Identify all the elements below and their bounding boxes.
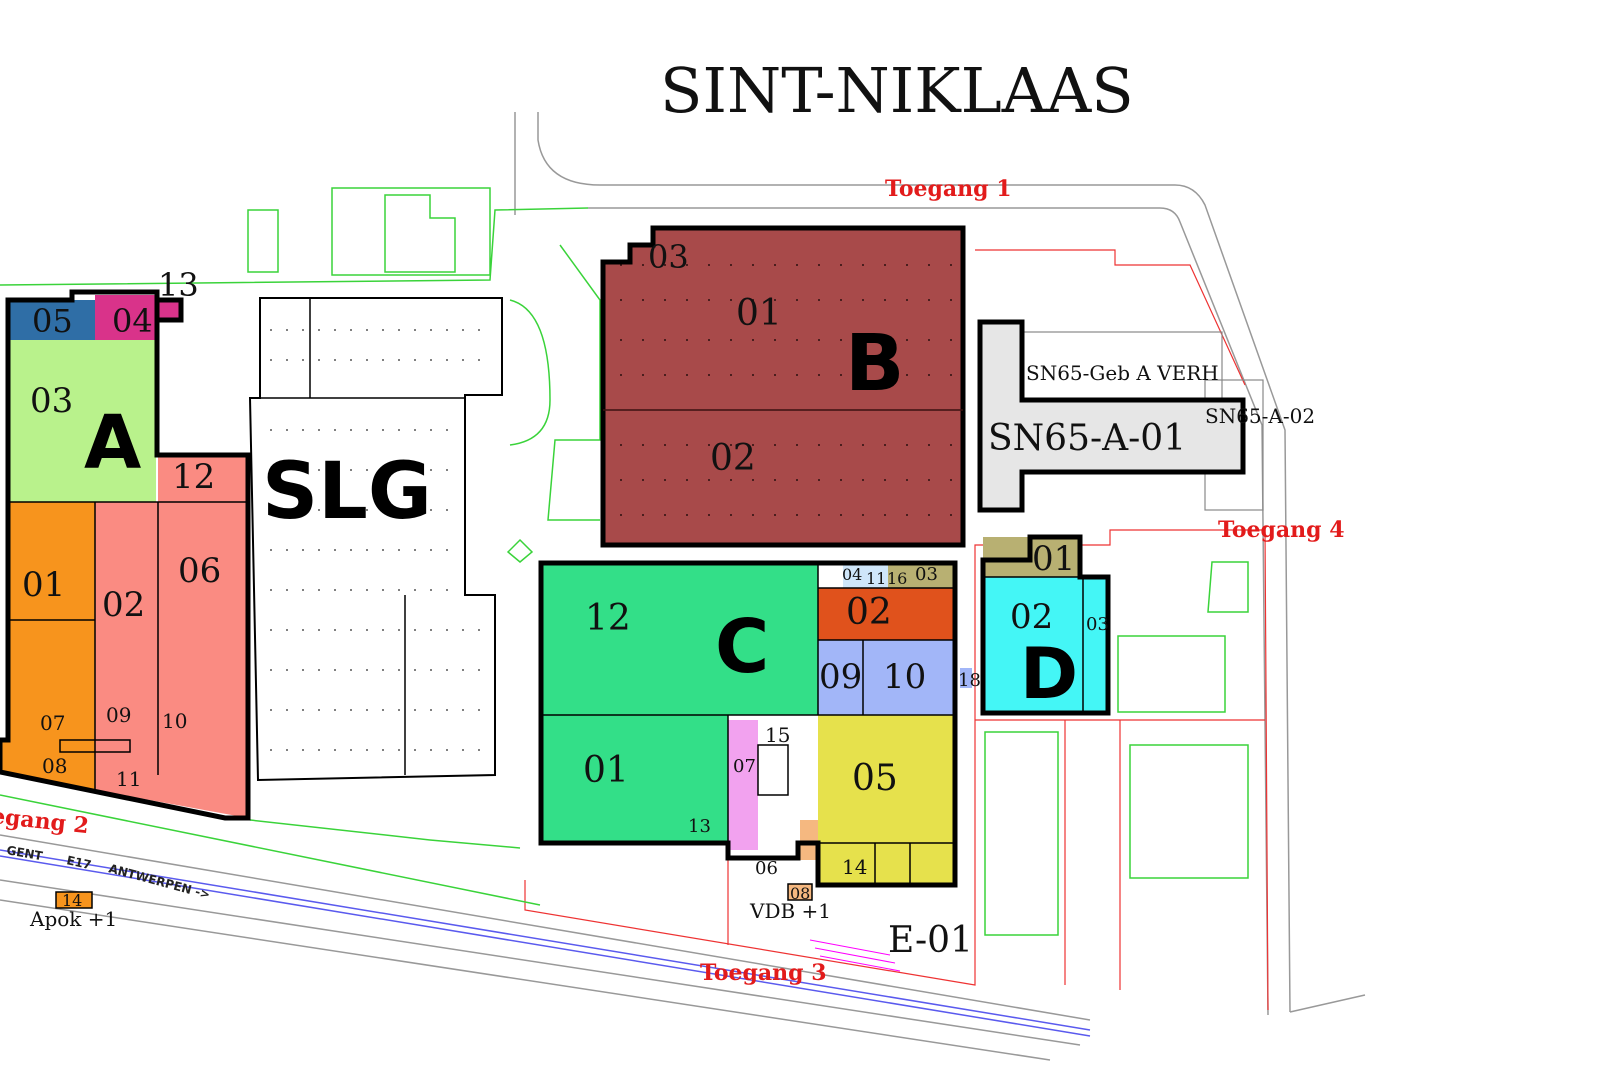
- unit-c-01-label: 01: [583, 750, 629, 791]
- sn65-a-02-label: SN65-A-02: [1205, 404, 1315, 428]
- unit-a-07-label: 07: [40, 711, 65, 735]
- vdb-label: VDB +1: [749, 899, 831, 923]
- unit-a-04-label: 04: [112, 302, 153, 340]
- unit-d-03-label: 03: [1086, 614, 1109, 635]
- building-b-shape[interactable]: [600, 225, 966, 548]
- unit-a-10-label: 10: [162, 709, 187, 733]
- unit-c-03-label: 03: [915, 564, 938, 585]
- unit-a-12-label: 12: [172, 457, 215, 497]
- unit-c-09-label: 09: [819, 657, 862, 697]
- unit-a-06[interactable]: [158, 502, 248, 742]
- unit-a-11[interactable]: [95, 740, 248, 818]
- unit-c-10-label: 10: [883, 657, 926, 697]
- unit-a-04[interactable]: [95, 295, 157, 340]
- unit-c-13-label: 13: [688, 816, 711, 837]
- building-slg-name: SLG: [262, 447, 432, 537]
- unit-a-01[interactable]: [8, 502, 95, 740]
- unit-a-02-label: 02: [102, 585, 145, 625]
- map-title: SINT-NIKLAAS: [660, 54, 1134, 127]
- unit-c-16-label: 16: [887, 569, 907, 588]
- apok-number: 14: [62, 891, 82, 910]
- sn65-caption: SN65-Geb A VERH: [1026, 361, 1219, 385]
- unit-c-11-label: 11: [866, 569, 886, 588]
- roads: [0, 112, 1366, 1061]
- unit-a-13-label: 13: [158, 266, 199, 304]
- building-e-label: E-01: [888, 920, 973, 961]
- building-a[interactable]: 05 04 13 03 A 12 01 02 06 07 09 10 08 11: [0, 266, 251, 821]
- unit-a-08-label: 08: [42, 754, 67, 778]
- gate-2-label: Toegang 2: [0, 800, 90, 839]
- road-label-e17: E17: [65, 853, 92, 872]
- unit-c-02[interactable]: [818, 588, 955, 640]
- apok-label: Apok +1: [29, 907, 117, 931]
- building-b-name: B: [845, 319, 904, 409]
- building-a-name: A: [84, 400, 141, 486]
- building-e[interactable]: E-01: [809, 920, 973, 972]
- unit-d-01-label: 01: [1032, 539, 1075, 579]
- unit-c-06-label: 06: [755, 858, 778, 879]
- building-b[interactable]: 03 01 B 02: [600, 225, 966, 548]
- unit-c-05-label: 05: [852, 758, 898, 799]
- sn65-a-01-shape[interactable]: [977, 319, 1246, 513]
- unit-b-03-label: 03: [648, 238, 689, 276]
- unit-d-02-label: 02: [1010, 597, 1053, 637]
- building-c-name: C: [715, 604, 769, 690]
- unit-d-02[interactable]: [983, 577, 1108, 713]
- unit-a-12[interactable]: [158, 455, 248, 502]
- unit-c-05[interactable]: [818, 715, 955, 885]
- building-slg[interactable]: SLG: [248, 297, 503, 782]
- unit-c-12-label: 12: [585, 598, 631, 639]
- unit-c-18-label: 18: [958, 670, 981, 691]
- gate-3-label: Toegang 3: [700, 960, 827, 986]
- unit-a-09-label: 09: [106, 703, 131, 727]
- sn65-a-01-label: SN65-A-01: [988, 418, 1186, 459]
- unit-c-10[interactable]: [863, 640, 955, 715]
- unit-b-01-label: 01: [736, 293, 782, 334]
- road-label-gent: GENT: [5, 843, 44, 863]
- unit-a-02[interactable]: [95, 502, 158, 742]
- unit-a-03-label: 03: [30, 381, 73, 421]
- unit-a-03[interactable]: [8, 340, 156, 502]
- building-d[interactable]: 01 02 03 D: [980, 534, 1111, 716]
- vdb-number: 08: [790, 884, 810, 903]
- unit-c-01[interactable]: [541, 715, 728, 843]
- unit-c-02-label: 02: [846, 592, 892, 633]
- unit-c-07[interactable]: [728, 720, 758, 850]
- unit-c-14-label: 14: [842, 855, 867, 879]
- building-sn65[interactable]: SN65-Geb A VERH SN65-A-01 SN65-A-02: [977, 319, 1315, 513]
- unit-c-04-label: 04: [842, 565, 862, 584]
- gate-1-label: Toegang 1: [885, 176, 1012, 202]
- unit-c-12[interactable]: [541, 563, 818, 715]
- unit-a-11-label: 11: [116, 767, 141, 791]
- unit-a-05-label: 05: [32, 302, 73, 340]
- unit-b-02-label: 02: [710, 438, 756, 479]
- unit-c-15-label: 15: [765, 723, 790, 747]
- gate-4-label: Toegang 4: [1218, 517, 1345, 543]
- unit-c-07-label: 07: [733, 756, 756, 777]
- unit-a-05[interactable]: [8, 300, 95, 340]
- unit-a-01-label: 01: [22, 565, 65, 605]
- building-c[interactable]: 04 11 16 03 12 C 02 09 10 18 01 15 07 05…: [538, 560, 981, 888]
- unit-a-06-label: 06: [178, 551, 221, 591]
- unit-c-09[interactable]: [818, 640, 863, 715]
- building-d-name: D: [1020, 633, 1078, 715]
